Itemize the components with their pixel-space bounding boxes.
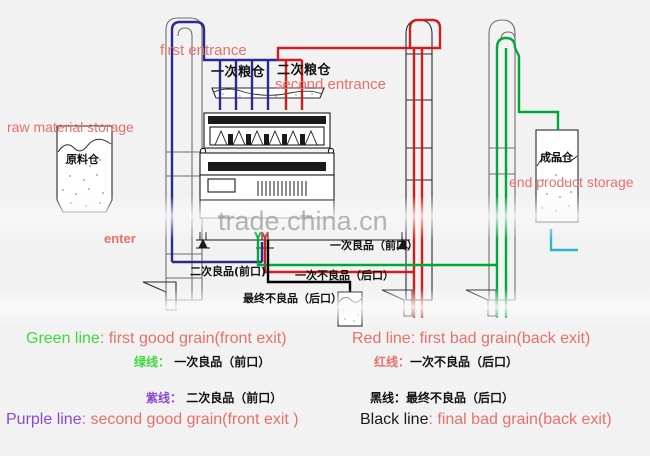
legend-purple: 紫线： 二次良品（前口） Purple line: second good gr… [6,389,299,429]
legend-black-rest: : final bad grain(back exit) [428,411,612,428]
flow-green-elevator-riser [495,36,517,318]
flow-second-entrance [276,18,442,110]
label-first-entrance: first entrance [160,42,247,59]
flow-end-product [513,47,560,130]
flow-final-bad-back [266,240,352,292]
legend-red-key-cn: 红线： [374,355,411,369]
legend-red-key: Red line [352,330,411,347]
label-raw-material-storage-cn: 原料仓 [66,153,99,166]
legend-purple-key: Purple line [6,411,82,428]
legend-purple-rest-cn: 二次良品（前口） [186,391,283,405]
legend-purple-rest: : second good grain(front exit ) [81,411,299,428]
legend-green-rest: : first good grain(front exit) [99,330,287,347]
label-final-bad-back: 最终不良品（后口） [243,292,342,305]
flow-second-good-front [172,242,264,264]
legend-black: 黑线：最终不良品（后口） Black line: final bad grain… [360,389,612,429]
first-bin-droppipes [218,60,270,110]
legend-red: Red line: first bad grain(back exit) 红线：… [352,330,590,370]
flow-red-elevator-riser [412,48,424,318]
label-first-grain-bin: 一次粮仓 [211,65,266,80]
flow-first-good-front [256,238,497,267]
cyan-corner-mark [549,229,578,252]
legend-purple-key-cn: 紫线： [146,391,183,405]
legend-green-key-cn: 绿线： [134,355,171,369]
label-second-grain-bin: 二次粮仓 [277,63,332,78]
label-end-product-storage: end product storage [509,174,634,190]
legend-red-rest-cn: 一次不良品（后口） [410,355,519,369]
label-raw-material-storage: raw material storage [7,119,134,135]
label-first-bad-back: 一次不良品（后口） [295,269,394,282]
label-end-product-storage-cn: 成品仓 [540,151,573,164]
watermark-text: trade.china.cn [218,206,388,236]
legend-green-rest-cn: 一次良品（前口） [174,355,271,369]
label-enter: enter [104,231,136,246]
label-first-good-front: 一次良品（前口） [330,239,418,252]
label-second-good-front: 二次良品(前口) [190,265,267,278]
legend-green: Green line: first good grain(front exit)… [26,330,287,370]
label-second-entrance: second entrance [275,76,386,93]
legend-red-rest: : first bad grain(back exit) [410,330,591,347]
legend-black-key-cn: 黑线： [370,391,407,405]
legend-black-rest-cn: 最终不良品（后口） [406,391,515,405]
legend-green-key: Green line [26,330,100,347]
legend-black-key: Black line [360,411,429,428]
flow-first-bad-back [263,238,414,274]
